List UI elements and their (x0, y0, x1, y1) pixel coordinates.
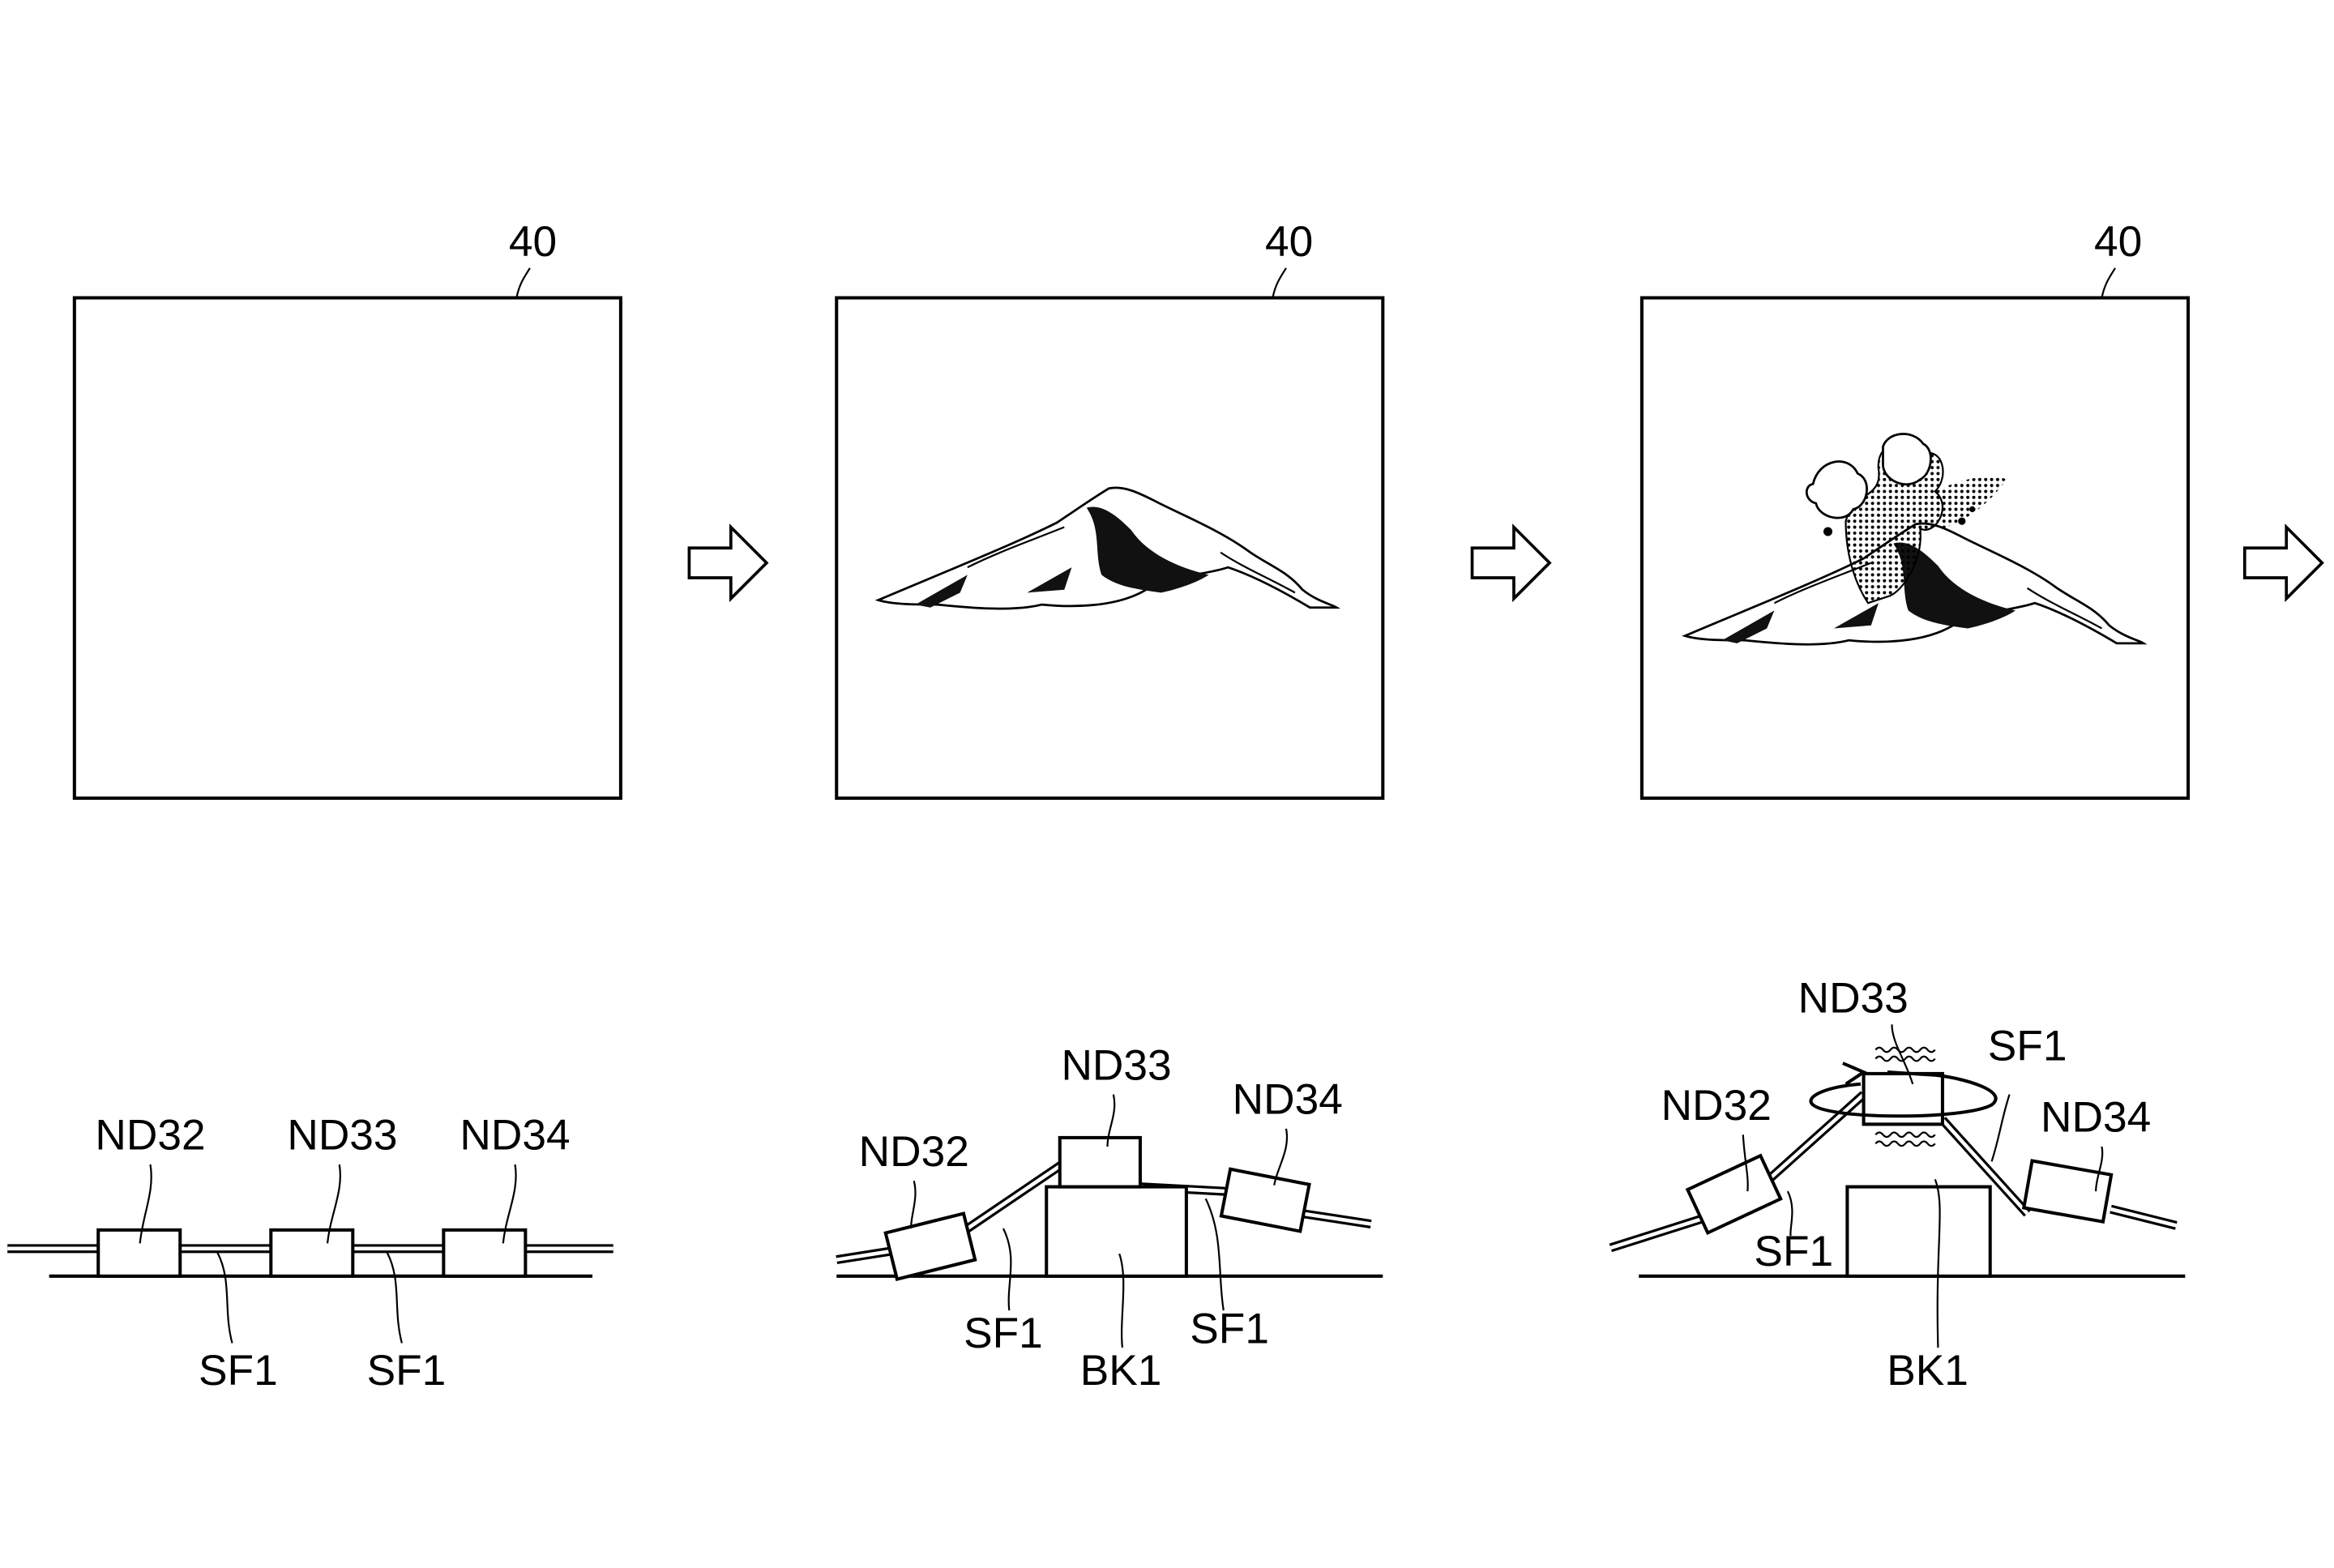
node-nd33 (1058, 1135, 1142, 1189)
node-state-3: ND32 ND33 ND34 SF1 SF1 BK1 (1609, 975, 2186, 1395)
shaft-label: SF1 (1190, 1305, 1269, 1353)
block-bk1 (1845, 1185, 1992, 1278)
shaft-label: SF1 (1988, 1022, 2067, 1070)
shaft-label: SF1 (199, 1347, 278, 1395)
shaft-label: SF1 (1754, 1228, 1833, 1275)
block-label: BK1 (1080, 1347, 1162, 1395)
panel-ref-label: 40 (509, 218, 557, 266)
mountain-illustration (877, 486, 1338, 610)
node-label: ND32 (1661, 1082, 1772, 1130)
node-nd34 (2021, 1159, 2114, 1224)
panel-ref-label: 40 (1265, 218, 1313, 266)
node-label: ND33 (1061, 1041, 1171, 1089)
node-label: ND32 (859, 1128, 969, 1176)
shaft-label: SF1 (964, 1310, 1043, 1357)
panel-ref-label: 40 (2094, 218, 2142, 266)
screen-panel-2: 40 (835, 218, 1385, 800)
node-label: ND34 (460, 1112, 570, 1160)
node-label: ND33 (287, 1112, 397, 1160)
right-arrow-icon (687, 525, 768, 600)
node-nd34 (1219, 1167, 1311, 1233)
node-label: ND34 (1233, 1076, 1343, 1124)
screen-panel-3: 40 (1639, 218, 2191, 800)
right-arrow-icon (2242, 525, 2324, 600)
eruption-cloud (1805, 433, 2007, 605)
node-label: ND34 (2041, 1094, 2151, 1142)
block-label: BK1 (1887, 1347, 1969, 1395)
screen-panel-1: 40 (72, 218, 622, 800)
node-state-2: ND32 ND33 ND34 SF1 SF1 BK1 (836, 1041, 1383, 1395)
vibration-lines-icon (1874, 1046, 1936, 1147)
node-nd32 (96, 1228, 182, 1278)
block-bk1 (1045, 1185, 1188, 1278)
node-nd34 (442, 1228, 528, 1278)
node-nd32 (1685, 1153, 1783, 1236)
node-label: ND33 (1798, 975, 1909, 1023)
node-label: ND32 (95, 1112, 205, 1160)
shaft-label: SF1 (367, 1347, 447, 1395)
node-nd33 (269, 1228, 355, 1278)
node-state-1: ND32 ND33 ND34 SF1 SF1 (7, 1112, 613, 1395)
right-arrow-icon (1470, 525, 1551, 600)
node-nd32 (883, 1211, 977, 1282)
rotation-arrow-icon (1809, 1062, 1998, 1118)
